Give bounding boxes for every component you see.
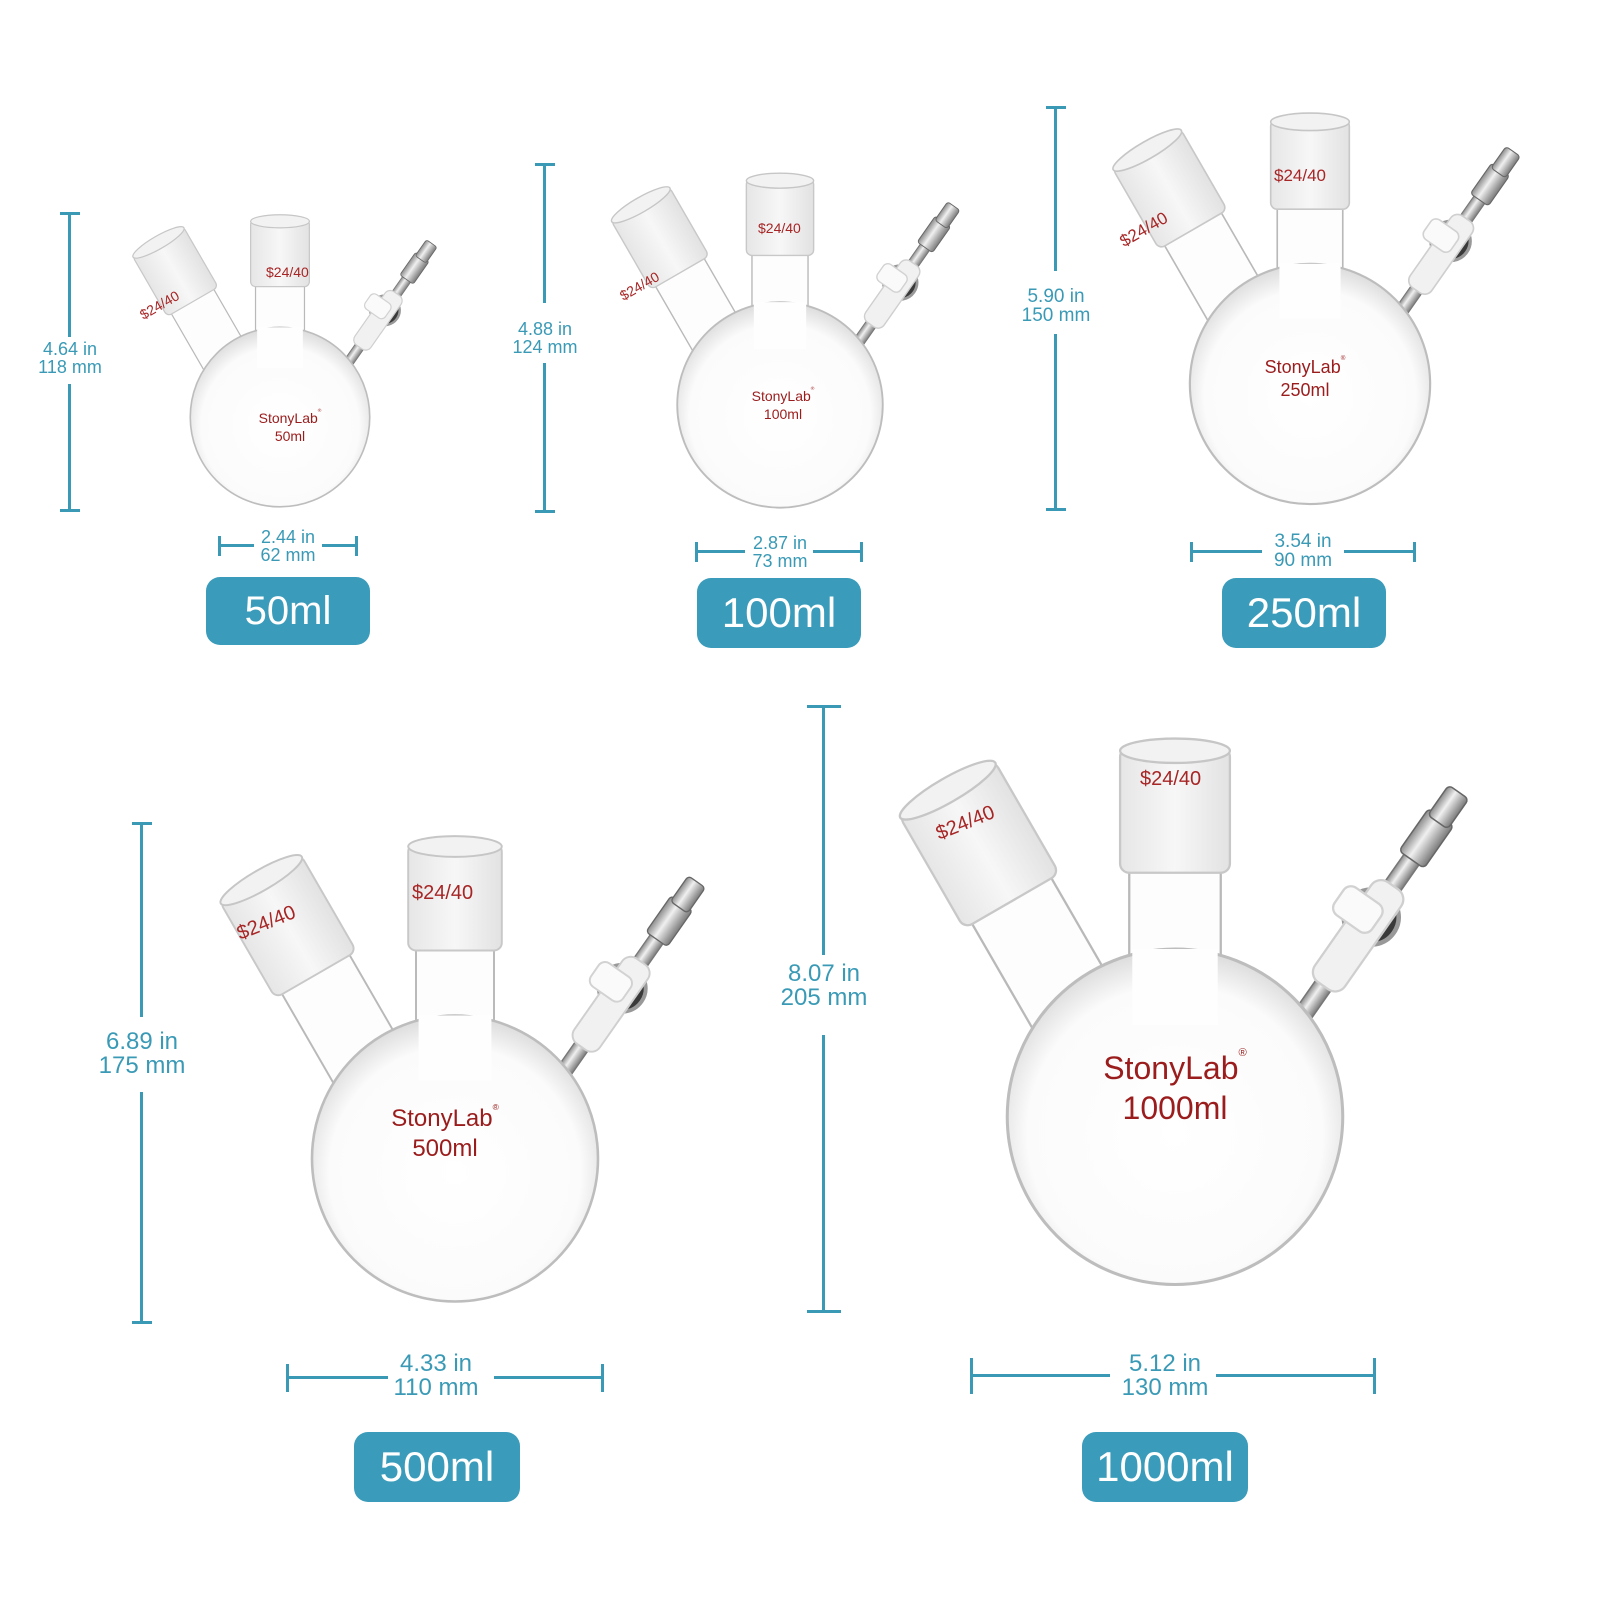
capacity-badge-50ml: 50ml <box>206 577 370 645</box>
flask-brand-label: StonyLab®50ml <box>258 409 322 444</box>
flask-image-50ml <box>128 213 446 509</box>
joint-label-center: $24/40 <box>412 882 474 904</box>
flask-image-100ml <box>606 171 969 510</box>
height-dimension-500ml <box>132 822 152 1324</box>
width-dimension-1000ml <box>970 1358 1376 1394</box>
joint-label-center: $24/40 <box>1140 768 1202 790</box>
width-dimension-50ml <box>218 536 358 556</box>
width-dimension-100ml <box>695 542 863 562</box>
flask-image-250ml <box>1107 111 1531 506</box>
capacity-badge-100ml: 100ml <box>697 578 861 648</box>
flask-brand-label: StonyLab®250ml <box>1264 354 1346 400</box>
joint-label-center: $24/40 <box>1274 166 1326 185</box>
capacity-badge-1000ml: 1000ml <box>1082 1432 1248 1502</box>
flask-brand-label: StonyLab®100ml <box>751 387 815 422</box>
height-dimension-50ml <box>60 212 80 512</box>
width-dimension-500ml <box>286 1364 604 1392</box>
flask-image-1000ml <box>870 700 1480 1320</box>
flask-brand-label: StonyLab®500ml <box>391 1102 499 1162</box>
capacity-badge-250ml: 250ml <box>1222 578 1386 648</box>
joint-label-center: $24/40 <box>758 220 801 236</box>
height-dimension-100ml <box>535 163 555 513</box>
height-dimension-1000ml <box>807 705 841 1313</box>
joint-label-center: $24/40 <box>266 264 309 280</box>
height-dimension-250ml <box>1046 106 1066 511</box>
flask-brand-label: StonyLab®1000ml <box>1103 1046 1247 1126</box>
capacity-badge-500ml: 500ml <box>354 1432 520 1502</box>
width-dimension-250ml <box>1190 542 1416 562</box>
